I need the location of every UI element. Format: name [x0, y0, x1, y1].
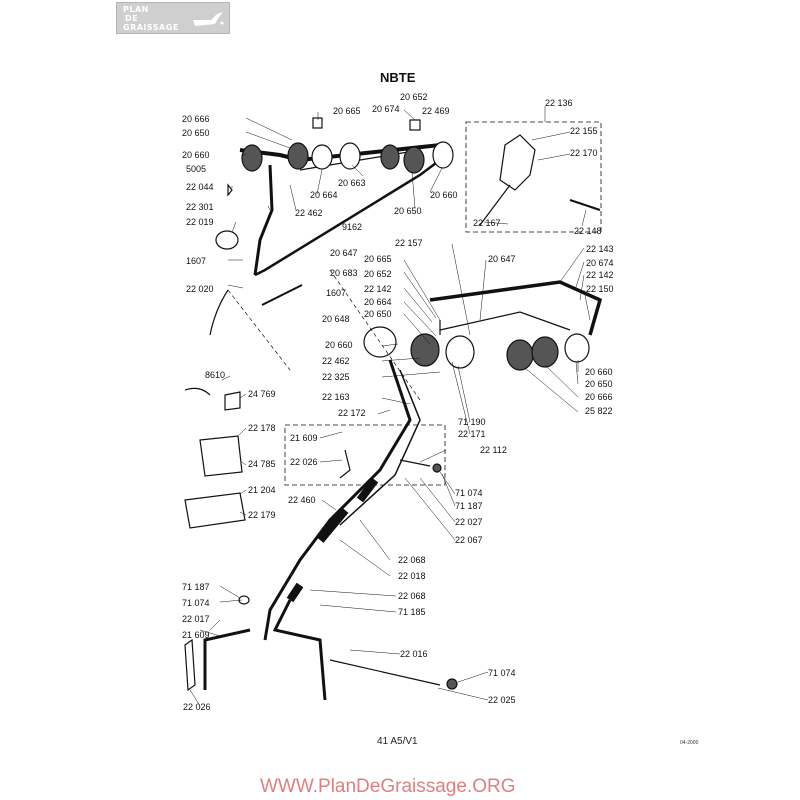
- part-label-22020: 22 020: [186, 284, 214, 294]
- part-label-21609: 21 609: [182, 630, 210, 640]
- part-label-20652: 20 652: [400, 92, 428, 102]
- part-label-22025: 22 025: [488, 695, 516, 705]
- part-label-71074: 71 074: [455, 488, 483, 498]
- logo-text-line2: DE: [125, 14, 139, 23]
- part-label-22142: 22 142: [364, 284, 392, 294]
- page-code: 41 A5/V1: [377, 736, 418, 747]
- part-label-20666: 20 666: [182, 114, 210, 124]
- part-label-22469: 22 469: [422, 106, 450, 116]
- part-label-20674: 20 674: [586, 258, 614, 268]
- part-label-22112: 22 112: [480, 445, 507, 455]
- part-label-22178: 22 178: [248, 423, 276, 433]
- part-label-20663: 20 663: [338, 178, 366, 188]
- part-label-22462: 22 462: [322, 356, 350, 366]
- part-label-8610: 8610: [205, 370, 225, 380]
- part-label-22462: 22 462: [295, 208, 323, 218]
- plan-de-graissage-logo: PLAN DE GRAISSAGE: [116, 2, 230, 34]
- part-label-22067: 22 067: [455, 535, 483, 545]
- part-label-22044: 22 044: [186, 182, 214, 192]
- part-label-71190: 71 190: [458, 417, 486, 427]
- part-label-20664: 20 664: [310, 190, 338, 200]
- part-label-21204: 21 204: [248, 485, 276, 495]
- part-label-22157: 22 157: [395, 238, 423, 248]
- part-label-22150: 22 150: [586, 284, 614, 294]
- part-label-20683: 20 683: [330, 268, 358, 278]
- part-label-22017: 22 017: [182, 614, 210, 624]
- part-label-20664: 20 664: [364, 297, 392, 307]
- part-label-22026: 22 026: [290, 457, 318, 467]
- part-label-20665: 20 665: [333, 106, 361, 116]
- part-label-20660: 20 660: [182, 150, 210, 160]
- part-label-20647: 20 647: [330, 248, 358, 258]
- part-label-22171: 22 171: [458, 429, 486, 439]
- part-label-20647: 20 647: [488, 254, 516, 264]
- part-label-22172: 22 172: [338, 408, 366, 418]
- part-label-22136: 22 136: [545, 98, 573, 108]
- part-label-20665: 20 665: [364, 254, 392, 264]
- part-label-20660: 20 660: [585, 367, 613, 377]
- part-label-22155: 22 155: [570, 126, 598, 136]
- part-label-22026: 22 026: [183, 702, 211, 712]
- date-code: 04-2000: [680, 740, 699, 746]
- part-label-71074: 71 074: [488, 668, 516, 678]
- part-label-22148: 22 148: [574, 226, 602, 236]
- part-label-20666: 20 666: [585, 392, 613, 402]
- part-label-22143: 22 143: [586, 244, 614, 254]
- part-label-22018: 22 018: [398, 571, 426, 581]
- part-label-22167: 22 167: [473, 218, 501, 228]
- part-label-5005: 5005: [186, 164, 206, 174]
- part-label-71187: 71 187: [455, 501, 483, 511]
- part-label-22142: 22 142: [586, 270, 614, 280]
- part-label-20660: 20 660: [325, 340, 353, 350]
- part-label-1607: 1607: [326, 288, 346, 298]
- part-label-20660: 20 660: [430, 190, 458, 200]
- part-label-22460: 22 460: [288, 495, 316, 505]
- part-label-20648: 20 648: [322, 314, 350, 324]
- part-label-20650: 20 650: [182, 128, 210, 138]
- part-label-24785: 24 785: [248, 459, 276, 469]
- part-label-71074: 71 074: [182, 598, 210, 608]
- part-label-9162: 9162: [342, 222, 362, 232]
- part-label-21609: 21 609: [290, 433, 318, 443]
- part-label-24769: 24 769: [248, 389, 276, 399]
- part-label-22016: 22 016: [400, 649, 428, 659]
- part-label-71187: 71 187: [182, 582, 210, 592]
- diagram-title: NBTE: [380, 70, 416, 85]
- logo-text-line3: GRAISSAGE: [123, 23, 179, 32]
- part-label-20650: 20 650: [585, 379, 613, 389]
- part-label-22301: 22 301: [186, 202, 214, 212]
- logo-text-line1: PLAN: [123, 5, 149, 14]
- part-label-22170: 22 170: [570, 148, 598, 158]
- part-label-25822: 25 822: [585, 406, 613, 416]
- part-label-22163: 22 163: [322, 392, 350, 402]
- part-label-1607: 1607: [186, 256, 206, 266]
- part-label-22068: 22 068: [398, 555, 426, 565]
- part-label-22019: 22 019: [186, 217, 214, 227]
- part-label-20674: 20 674: [372, 104, 400, 114]
- part-label-22179: 22 179: [248, 510, 276, 520]
- part-label-22027: 22 027: [455, 517, 483, 527]
- part-label-20650: 20 650: [364, 309, 392, 319]
- watermark-url: WWW.PlanDeGraissage.ORG: [260, 776, 516, 797]
- part-label-22325: 22 325: [322, 372, 350, 382]
- part-label-20650: 20 650: [394, 206, 422, 216]
- part-label-22068: 22 068: [398, 591, 426, 601]
- part-label-71185: 71 185: [398, 607, 426, 617]
- oil-can-icon: [193, 12, 224, 26]
- part-label-20652: 20 652: [364, 269, 392, 279]
